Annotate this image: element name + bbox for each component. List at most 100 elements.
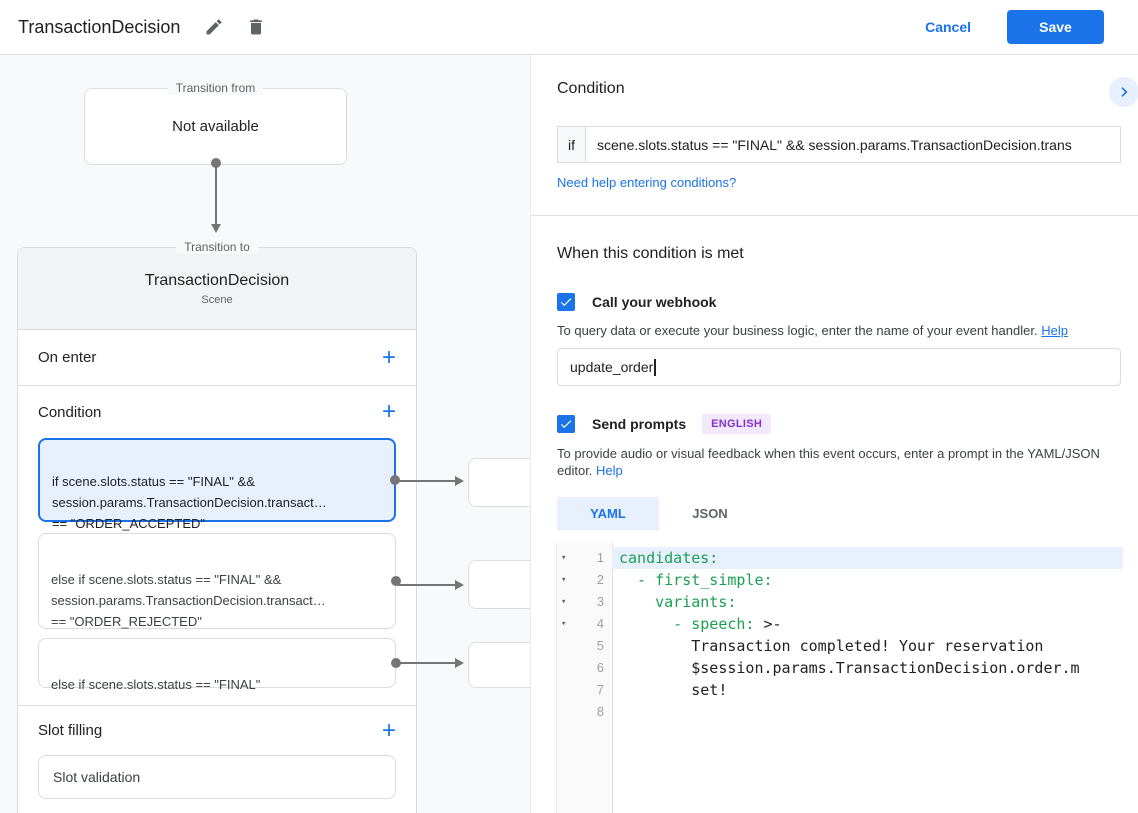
transition-to-legend: Transition to [176, 240, 258, 254]
code-line[interactable]: Transaction completed! Your reservation [612, 635, 1123, 657]
webhook-name-input[interactable]: update_order [557, 348, 1121, 386]
fold-toggle-icon[interactable]: ▾ [561, 597, 567, 607]
condition-met-title: When this condition is met [557, 245, 744, 262]
condition-card-final[interactable]: else if scene.slots.status == "FINAL" [38, 638, 401, 692]
page-title: TransactionDecision [18, 16, 181, 37]
editor-gutter: ▾4 [557, 613, 612, 635]
transition-from-legend: Transition from [167, 81, 264, 95]
code-token: $session.params.TransactionDecision.orde… [619, 659, 1080, 677]
condition-card-rejected[interactable]: else if scene.slots.status == "FINAL" &&… [38, 533, 401, 629]
code-line[interactable]: $session.params.TransactionDecision.orde… [612, 657, 1123, 679]
code-token: >- [754, 615, 782, 633]
checkmark-icon [560, 298, 572, 307]
prompts-description: To provide audio or visual feedback when… [557, 445, 1113, 479]
transition-from-box: Transition from Not available [84, 81, 347, 165]
conditions-help-link[interactable]: Need help entering conditions? [557, 175, 737, 190]
checkmark-icon [560, 420, 572, 429]
fold-toggle-icon[interactable]: ▾ [561, 619, 567, 629]
connector-arrow [397, 658, 464, 668]
code-line[interactable]: set! [612, 679, 1123, 701]
editor-gutter: 8 [557, 701, 612, 723]
tab-json[interactable]: JSON [692, 506, 728, 521]
edit-icon[interactable] [202, 15, 226, 39]
code-token: Transaction completed! Your reservation [619, 637, 1044, 655]
code-line[interactable]: - speech: >- [612, 613, 1123, 635]
fold-toggle-icon [557, 635, 575, 657]
condition-expression-row: if scene.slots.status == "FINAL" && sess… [557, 126, 1121, 163]
line-number: 5 [596, 638, 604, 653]
cancel-button[interactable]: Cancel [925, 19, 971, 35]
add-on-enter-icon[interactable]: + [381, 343, 396, 371]
code-row: 8 [557, 701, 1123, 723]
panel-divider [531, 215, 1138, 216]
transition-target-box[interactable] [468, 642, 530, 688]
add-condition-icon[interactable]: + [381, 398, 396, 425]
condition-detail-panel: Condition if scene.slots.status == "FINA… [531, 55, 1138, 813]
code-line[interactable]: - first_simple: [612, 569, 1123, 591]
fold-toggle-icon [557, 657, 575, 679]
line-number: 1 [596, 550, 604, 565]
save-button[interactable]: Save [1007, 10, 1104, 44]
line-number: 6 [596, 660, 604, 675]
editor-gutter: 7 [557, 679, 612, 701]
editor-gutter: ▾3 [557, 591, 612, 613]
code-line[interactable] [612, 701, 1123, 723]
prompts-description-text: To provide audio or visual feedback when… [557, 446, 1100, 478]
line-number: 8 [596, 704, 604, 719]
webhook-checkbox-label: Call your webhook [592, 294, 717, 310]
add-slot-icon[interactable]: + [381, 716, 396, 744]
call-webhook-row: Call your webhook [557, 293, 716, 311]
scene-header: TransactionDecision Scene [18, 248, 416, 330]
code-row: ▾4 - speech: >- [557, 613, 1123, 635]
line-number: 2 [596, 572, 604, 587]
transition-target-box[interactable] [468, 560, 530, 609]
code-line[interactable]: variants: [612, 591, 1123, 613]
send-prompts-row: Send prompts ENGLISH [557, 414, 772, 434]
code-line[interactable]: candidates: [612, 547, 1123, 569]
code-row: 5 Transaction completed! Your reservatio… [557, 635, 1123, 657]
condition-label: Condition [38, 403, 102, 421]
webhook-name-value: update_order [570, 359, 654, 375]
scene-title: TransactionDecision [144, 271, 290, 289]
code-token: - speech: [619, 615, 755, 633]
delete-icon[interactable] [244, 15, 268, 39]
tab-yaml[interactable]: YAML [557, 497, 659, 530]
top-bar: TransactionDecision Cancel Save [0, 0, 1138, 55]
code-token: variants: [619, 593, 737, 611]
language-badge: ENGLISH [702, 414, 772, 434]
slot-filling-label: Slot filling [38, 722, 103, 739]
on-enter-section: On enter + [18, 330, 416, 386]
code-row: ▾ 1 candidates: [557, 547, 1123, 569]
code-row: ▾ 2 - first_simple: [557, 569, 1123, 591]
send-prompts-label: Send prompts [592, 416, 687, 432]
prompt-code-editor[interactable]: ▾ 1 candidates: ▾ 2 - first_simple:▾3 varian… [556, 543, 1123, 813]
code-row: 7 set! [557, 679, 1123, 701]
code-row: ▾3 variants: [557, 591, 1123, 613]
section-divider [18, 705, 416, 706]
line-number: 4 [596, 616, 604, 631]
editor-gutter: 6 [557, 657, 612, 679]
on-enter-label: On enter [38, 349, 97, 366]
webhook-checkbox[interactable] [557, 293, 575, 311]
webhook-description-text: To query data or execute your business l… [557, 323, 1038, 338]
prompts-help-link[interactable]: Help [596, 463, 623, 478]
webhook-help-link[interactable]: Help [1041, 323, 1068, 338]
flow-connector-arrow [211, 158, 221, 233]
transition-target-box[interactable] [468, 458, 530, 507]
connector-dot [391, 576, 401, 586]
editor-gutter: 5 [557, 635, 612, 657]
scene-flow-panel: Transition from Not available Transition… [0, 55, 531, 813]
condition-expression-input[interactable]: scene.slots.status == "FINAL" && session… [585, 126, 1121, 163]
fold-toggle-icon [557, 679, 575, 701]
chevron-right-icon[interactable] [1109, 77, 1138, 107]
text-cursor [654, 358, 657, 376]
send-prompts-checkbox[interactable] [557, 415, 575, 433]
condition-card-text: else if scene.slots.status == "FINAL" [51, 677, 261, 692]
fold-toggle-icon[interactable]: ▾ [561, 553, 567, 563]
if-prefix-label: if [557, 126, 586, 163]
slot-validation-card[interactable]: Slot validation [38, 755, 396, 799]
connector-arrow [397, 580, 464, 590]
condition-section-header: Condition + [18, 386, 416, 438]
condition-card-accepted[interactable]: if scene.slots.status == "FINAL" && sess… [38, 438, 400, 531]
fold-toggle-icon[interactable]: ▾ [561, 575, 567, 585]
